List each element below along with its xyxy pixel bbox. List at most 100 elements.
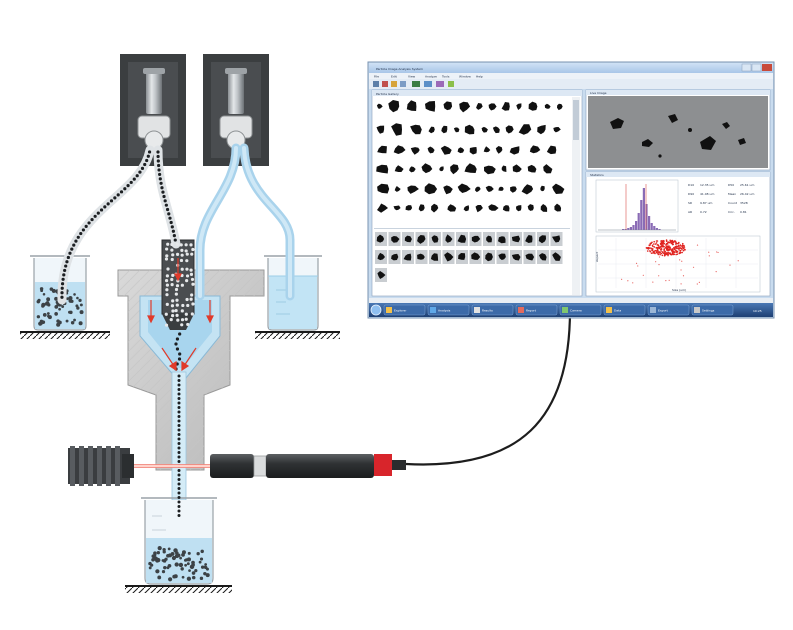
- export-icon[interactable]: [448, 81, 454, 87]
- particle-thumbnail[interactable]: [404, 182, 420, 196]
- particle-thumbnail[interactable]: [549, 182, 566, 196]
- particle-thumbnail[interactable]: [402, 250, 414, 264]
- window-controls[interactable]: [741, 63, 772, 72]
- particle-thumbnail[interactable]: [537, 232, 549, 246]
- taskbar-item[interactable]: Explorer: [383, 304, 426, 316]
- particle-thumbnail[interactable]: [408, 144, 424, 156]
- particle-thumbnail[interactable]: [483, 250, 495, 264]
- particle-thumbnail[interactable]: [402, 232, 414, 246]
- particle-thumbnail[interactable]: [526, 202, 536, 214]
- particle-thumbnail[interactable]: [456, 232, 468, 246]
- capture-icon[interactable]: [391, 81, 397, 87]
- report-icon[interactable]: [400, 81, 406, 87]
- particle-thumbnail[interactable]: [393, 162, 405, 176]
- particle-thumbnail[interactable]: [462, 202, 471, 214]
- particle-thumbnail[interactable]: [510, 250, 522, 264]
- particle-thumbnail[interactable]: [480, 121, 489, 138]
- particle-thumbnail[interactable]: [468, 144, 480, 156]
- live-image-tab[interactable]: Live Image: [590, 91, 607, 95]
- particle-thumbnail[interactable]: [499, 162, 509, 176]
- particle-thumbnail[interactable]: [422, 182, 439, 196]
- particle-thumbnail[interactable]: [496, 250, 509, 264]
- particle-thumbnail[interactable]: [408, 121, 425, 138]
- particle-thumbnail[interactable]: [517, 121, 533, 138]
- maximize-button[interactable]: [751, 63, 762, 72]
- particle-thumbnail[interactable]: [469, 232, 482, 246]
- particle-thumbnail[interactable]: [541, 162, 554, 176]
- particle-thumbnail[interactable]: [526, 98, 541, 115]
- particle-thumbnail[interactable]: [514, 98, 524, 115]
- menu-item[interactable]: Help: [476, 75, 483, 79]
- particle-thumbnail[interactable]: [375, 98, 384, 115]
- particle-thumbnail[interactable]: [551, 121, 562, 138]
- particle-thumbnail[interactable]: [437, 162, 446, 176]
- particle-thumbnail[interactable]: [429, 250, 441, 264]
- particle-thumbnail[interactable]: [483, 232, 495, 246]
- particle-thumbnail[interactable]: [457, 98, 472, 115]
- particle-thumbnail[interactable]: [486, 98, 498, 115]
- particle-thumbnail[interactable]: [441, 182, 454, 196]
- particle-thumbnail[interactable]: [494, 144, 505, 156]
- taskbar-item[interactable]: Settings: [691, 304, 734, 316]
- particle-thumbnail[interactable]: [474, 98, 484, 115]
- particle-thumbnail[interactable]: [456, 182, 471, 196]
- settings-icon[interactable]: [436, 81, 444, 87]
- particle-thumbnail[interactable]: [514, 202, 524, 214]
- particle-thumbnail[interactable]: [552, 202, 564, 214]
- taskbar-item[interactable]: Export: [647, 304, 690, 316]
- chart-icon[interactable]: [424, 81, 432, 87]
- particle-thumbnail[interactable]: [538, 202, 550, 214]
- taskbar-item[interactable]: Results: [471, 304, 514, 316]
- gallery-scrollbar[interactable]: [572, 97, 580, 295]
- particle-thumbnail[interactable]: [375, 121, 387, 138]
- particle-thumbnail[interactable]: [456, 250, 468, 264]
- particle-thumbnail[interactable]: [507, 144, 524, 156]
- particle-thumbnail[interactable]: [407, 162, 417, 176]
- particle-thumbnail[interactable]: [508, 182, 519, 196]
- particle-thumbnail[interactable]: [521, 182, 536, 196]
- particle-thumbnail[interactable]: [392, 202, 402, 214]
- particle-thumbnail[interactable]: [415, 232, 428, 246]
- particle-thumbnail[interactable]: [404, 202, 414, 214]
- particle-thumbnail[interactable]: [491, 121, 502, 138]
- particle-thumbnail[interactable]: [416, 202, 427, 214]
- particle-thumbnail[interactable]: [426, 144, 436, 156]
- menu-item[interactable]: Tools: [441, 75, 450, 79]
- particle-thumbnail[interactable]: [523, 250, 536, 264]
- particle-thumbnail[interactable]: [545, 144, 559, 156]
- particle-thumbnail[interactable]: [393, 144, 406, 156]
- particle-thumbnail[interactable]: [448, 162, 461, 176]
- particle-thumbnail[interactable]: [429, 202, 441, 214]
- particle-thumbnail[interactable]: [510, 232, 522, 246]
- particle-thumbnail[interactable]: [486, 202, 499, 214]
- particle-thumbnail[interactable]: [473, 202, 484, 214]
- menu-item[interactable]: Analyze: [425, 75, 437, 79]
- menu-item[interactable]: Window: [459, 75, 471, 79]
- particle-thumbnail[interactable]: [405, 98, 420, 115]
- particle-thumbnail[interactable]: [439, 121, 450, 138]
- taskbar-item[interactable]: Camera: [559, 304, 602, 316]
- particle-thumbnail[interactable]: [438, 144, 454, 156]
- particle-thumbnail[interactable]: [463, 121, 478, 138]
- particle-thumbnail[interactable]: [497, 182, 506, 196]
- particle-thumbnail[interactable]: [511, 162, 524, 176]
- particle-thumbnail[interactable]: [452, 121, 461, 138]
- particle-thumbnail[interactable]: [500, 98, 512, 115]
- particle-thumbnail[interactable]: [526, 162, 539, 176]
- particle-thumbnail[interactable]: [463, 162, 480, 176]
- particle-thumbnail[interactable]: [415, 250, 428, 264]
- menu-item[interactable]: Edit: [391, 75, 398, 79]
- particle-thumbnail[interactable]: [375, 202, 390, 214]
- close-button[interactable]: [762, 64, 772, 71]
- particle-thumbnail[interactable]: [388, 232, 401, 246]
- particle-thumbnail[interactable]: [375, 182, 391, 196]
- particle-thumbnail[interactable]: [482, 162, 497, 176]
- particle-thumbnail[interactable]: [501, 202, 512, 214]
- menu-item[interactable]: View: [408, 75, 416, 79]
- particle-thumbnail[interactable]: [523, 232, 536, 246]
- particle-thumbnail[interactable]: [482, 144, 492, 156]
- gallery-tab[interactable]: Particle Gallery: [376, 92, 399, 96]
- particle-thumbnail[interactable]: [550, 232, 563, 246]
- taskbar-item[interactable]: Report: [515, 304, 558, 316]
- particle-thumbnail[interactable]: [375, 250, 387, 264]
